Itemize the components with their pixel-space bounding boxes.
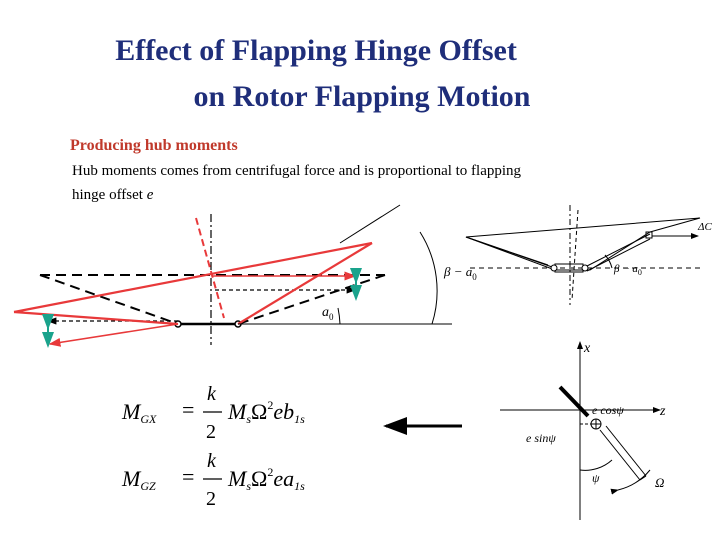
- eq2-equals: =: [182, 464, 194, 489]
- hub-hinge-left: [550, 264, 558, 272]
- psi-arc: [579, 459, 613, 471]
- blade-red-right: [237, 242, 373, 325]
- blade-side-2: [605, 425, 647, 477]
- force-arrow-lower: [48, 323, 179, 347]
- eq2-num: k: [207, 450, 217, 472]
- eq2-rhs: MsΩ2ea1s: [227, 465, 305, 493]
- label-e-sin: e sinψ: [526, 431, 556, 445]
- label-x: x: [583, 341, 591, 356]
- polar-diagram: x z e cosψ e sinψ ψ Ω: [500, 341, 666, 520]
- label-omega: Ω: [655, 475, 664, 490]
- hub-hinge-right: [581, 264, 589, 272]
- blade-upper: [586, 233, 651, 267]
- right-axis-tilted: [571, 209, 579, 301]
- right-angle-arc: [604, 254, 613, 269]
- description-line-2: hinge offset e: [72, 187, 154, 203]
- equation-mgz: MGZ = k 2 MsΩ2ea1s: [121, 450, 305, 510]
- blade-tip-box: [645, 231, 653, 239]
- dashed-blade-right: [237, 274, 386, 325]
- angle-arc-beta: [419, 231, 438, 325]
- label-delta-c: ΔC: [697, 221, 712, 233]
- eq2-den: 2: [206, 488, 216, 510]
- eq2-lhs: MGZ: [121, 466, 156, 493]
- omega-arc: [610, 469, 651, 495]
- equation-mgx: MGX = k 2 MsΩ2eb1s: [121, 383, 305, 443]
- eq1-lhs: MGX: [121, 399, 157, 426]
- eq1-den: 2: [206, 421, 216, 443]
- blade-red-main: [13, 241, 373, 314]
- title-line-2: on Rotor Flapping Motion: [193, 80, 531, 113]
- hub-arm: [558, 385, 590, 418]
- label-a0: a0: [322, 305, 334, 322]
- cone-lower-left-2: [465, 236, 549, 266]
- blade-red-left: [13, 310, 179, 326]
- dashed-blade-left: [39, 274, 179, 325]
- label-beta-a0: β − a0: [443, 264, 477, 282]
- cone-line: [339, 204, 401, 244]
- label-z: z: [659, 404, 666, 419]
- blade-side-1: [599, 429, 641, 481]
- tilted-axis: [195, 217, 225, 319]
- eq1-equals: =: [182, 397, 194, 422]
- angle-arc-a0: [337, 307, 341, 325]
- label-psi: ψ: [592, 471, 600, 485]
- label-e-cos: e cosψ: [592, 403, 624, 417]
- label-right-beta: β − a0: [613, 263, 642, 277]
- title-line-1: Effect of Flapping Hinge Offset: [115, 34, 517, 67]
- left-flapping-diagram: a0 β − a0: [13, 204, 477, 348]
- subheading: Producing hub moments: [70, 137, 238, 154]
- right-cone-diagram: ΔC β − a0: [465, 205, 712, 305]
- eq1-num: k: [207, 383, 217, 405]
- blade-upper-2: [586, 238, 651, 272]
- description-line-1: Hub moments comes from centrifugal force…: [72, 163, 522, 179]
- cone-outline: [465, 217, 701, 271]
- eq1-rhs: MsΩ2eb1s: [227, 398, 305, 426]
